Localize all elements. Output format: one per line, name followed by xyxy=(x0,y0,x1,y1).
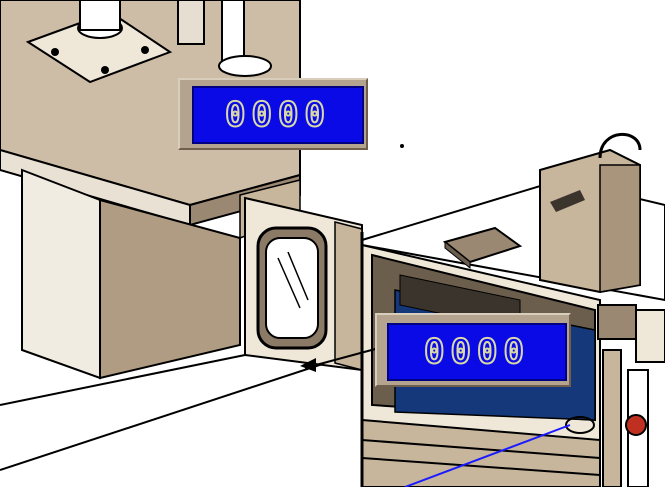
readout-bottom-display: 0000 xyxy=(387,323,567,381)
floor-lines xyxy=(0,355,350,470)
readout-top-display: 0000 xyxy=(192,86,364,144)
readout-top-value: 0000 xyxy=(225,95,331,135)
canister xyxy=(540,134,640,292)
chamber-door xyxy=(245,198,362,372)
readout-bottom-value: 0000 xyxy=(424,332,530,372)
readout-bottom: 0000 xyxy=(375,313,571,387)
readout-top: 0000 xyxy=(178,78,368,150)
